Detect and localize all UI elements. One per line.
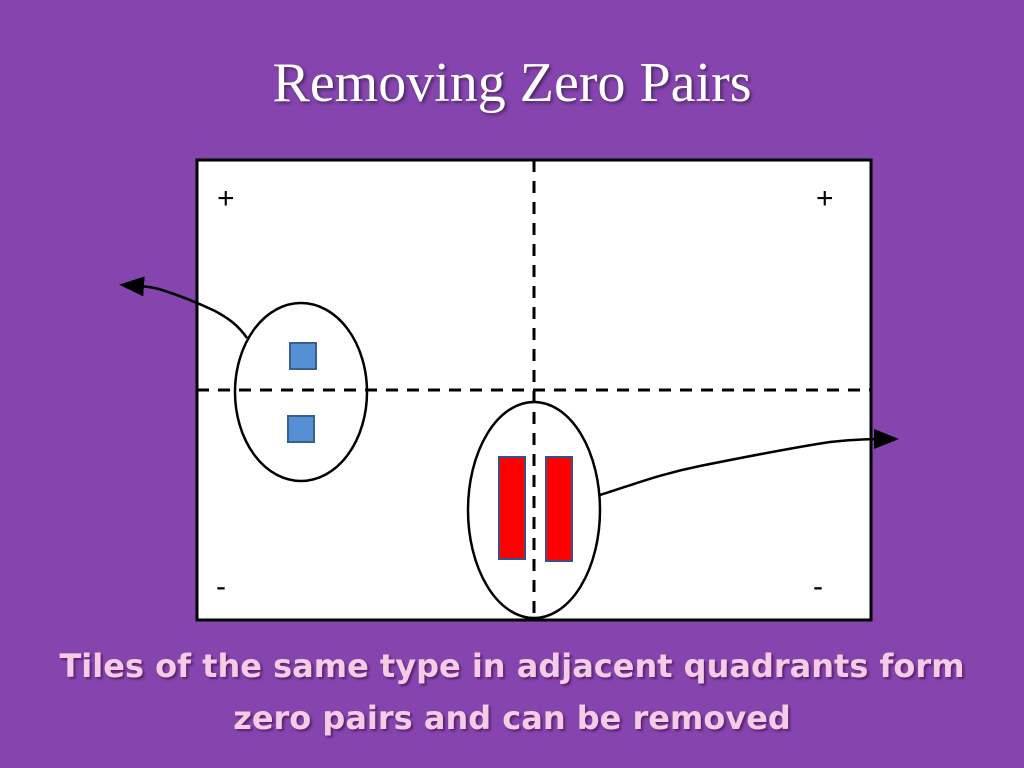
sign-top-right: + bbox=[816, 182, 834, 215]
blue-tile-negative bbox=[287, 415, 315, 443]
slide-title: Removing Zero Pairs bbox=[272, 52, 752, 114]
red-tile-left bbox=[498, 456, 526, 560]
remove-blue-arrow bbox=[119, 276, 249, 339]
sign-bottom-left: - bbox=[216, 570, 226, 603]
slide-caption: Tiles of the same type in adjacent quadr… bbox=[20, 640, 1004, 744]
red-zero-pair-circle bbox=[466, 400, 602, 620]
blue-tile-positive bbox=[289, 342, 317, 370]
red-tile-right bbox=[545, 456, 573, 562]
sign-bottom-right: - bbox=[813, 570, 823, 603]
blue-zero-pair-circle bbox=[233, 301, 369, 483]
caption-line-2: zero pairs and can be removed bbox=[233, 699, 791, 737]
caption-line-1: Tiles of the same type in adjacent quadr… bbox=[59, 647, 965, 685]
remove-red-arrow bbox=[599, 429, 899, 497]
sign-top-left: + bbox=[217, 182, 235, 215]
